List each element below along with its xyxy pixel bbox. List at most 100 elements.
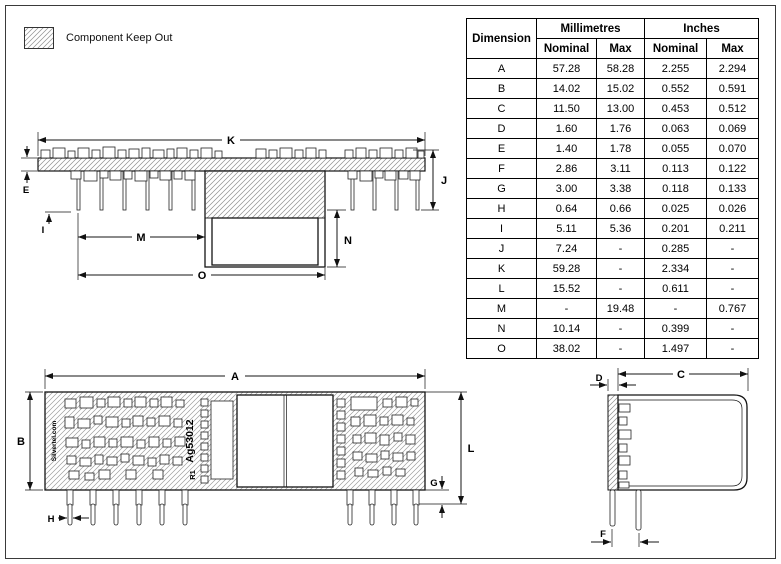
side-view-drawing: K E xyxy=(21,132,447,282)
table-cell: 2.86 xyxy=(536,158,597,179)
top-view-drawing: A Silvertel.com Ag53012 R1 xyxy=(17,369,475,526)
part-number-marking: Ag53012 xyxy=(184,419,196,462)
table-cell: J xyxy=(466,238,537,259)
table-cell: 7.24 xyxy=(536,238,597,259)
dimension-K: K xyxy=(37,132,426,156)
table-cell: 1.60 xyxy=(536,118,597,139)
table-cell: 0.399 xyxy=(644,318,707,339)
transformer-block-end xyxy=(617,394,748,491)
dimension-I: I xyxy=(42,211,71,236)
table-cell: 2.255 xyxy=(644,58,707,79)
board-end-profile xyxy=(607,394,619,491)
table-cell: 0.211 xyxy=(706,218,759,239)
board-side-profile xyxy=(37,157,426,172)
dim-label-C: C xyxy=(677,369,685,381)
table-cell: 15.52 xyxy=(536,278,597,299)
table-cell: 10.14 xyxy=(536,318,597,339)
table-cell: 0.026 xyxy=(706,198,759,219)
dim-label-E: E xyxy=(23,185,29,196)
dim-label-K: K xyxy=(227,135,235,147)
table-cell: 0.069 xyxy=(706,118,759,139)
table-cell: F xyxy=(466,158,537,179)
dimension-B: B xyxy=(17,391,43,491)
dimension-G: G xyxy=(419,476,467,518)
table-cell: 11.50 xyxy=(536,98,597,119)
dimension-table: Dimension Millimetres Inches Nominal Max… xyxy=(466,18,759,359)
dimension-O: O xyxy=(78,268,326,282)
table-cell: 0.453 xyxy=(644,98,707,119)
table-cell: - xyxy=(706,238,759,259)
table-cell: 3.11 xyxy=(596,158,645,179)
table-cell: 3.38 xyxy=(596,178,645,199)
through-hole-pins-end xyxy=(609,489,642,531)
dimension-M: M xyxy=(77,213,205,280)
table-cell: 0.133 xyxy=(706,178,759,199)
dim-label-J: J xyxy=(441,175,447,187)
table-cell: 1.497 xyxy=(644,338,707,359)
left-components xyxy=(64,396,186,481)
table-header-row: Dimension Millimetres Inches xyxy=(466,18,759,59)
dim-label-O: O xyxy=(198,270,207,282)
keepout-hatch-swatch xyxy=(24,27,54,49)
table-cell: 0.285 xyxy=(644,238,707,259)
table-cell: - xyxy=(706,338,759,359)
table-cell: B xyxy=(466,78,537,99)
dimension-H: H xyxy=(48,514,89,525)
table-cell: 15.02 xyxy=(596,78,645,99)
transformer-block-side xyxy=(204,170,326,268)
ic-chip xyxy=(200,398,234,484)
table-cell: 3.00 xyxy=(536,178,597,199)
table-cell: N xyxy=(466,318,537,339)
table-cell: - xyxy=(596,258,645,279)
table-cell: - xyxy=(706,318,759,339)
dim-label-N: N xyxy=(344,235,352,247)
header-mm-nominal: Nominal xyxy=(536,38,597,59)
table-cell: 1.78 xyxy=(596,138,645,159)
table-cell: 2.334 xyxy=(644,258,707,279)
table-cell: C xyxy=(466,98,537,119)
table-cell: - xyxy=(644,298,707,319)
table-cell: 0.591 xyxy=(706,78,759,99)
brand-marking: Silvertel.com xyxy=(51,421,58,462)
table-cell: - xyxy=(596,338,645,359)
table-cell: M xyxy=(466,298,537,319)
table-cell: 13.00 xyxy=(596,98,645,119)
dim-label-F: F xyxy=(600,529,606,540)
table-cell: 14.02 xyxy=(536,78,597,99)
dimension-E: E xyxy=(21,146,37,196)
top-side-components xyxy=(40,146,425,159)
table-cell: 0.113 xyxy=(644,158,707,179)
bottom-side-components xyxy=(70,170,421,182)
table-cell: 1.40 xyxy=(536,138,597,159)
table-row: M-19.48-0.767 xyxy=(466,298,759,319)
through-hole-pins-side xyxy=(76,170,420,211)
dimension-D: D xyxy=(590,373,636,391)
table-cell: 1.76 xyxy=(596,118,645,139)
header-inches: Inches xyxy=(644,18,759,39)
table-cell: K xyxy=(466,258,537,279)
table-cell: 0.063 xyxy=(644,118,707,139)
table-cell: 2.294 xyxy=(706,58,759,79)
table-cell: 57.28 xyxy=(536,58,597,79)
table-cell: - xyxy=(536,298,597,319)
header-in-max: Max xyxy=(706,38,759,59)
keepout-legend-label: Component Keep Out xyxy=(66,32,173,44)
table-cell: 19.48 xyxy=(596,298,645,319)
right-pads xyxy=(336,398,346,480)
table-cell: - xyxy=(596,238,645,259)
table-cell: 0.64 xyxy=(536,198,597,219)
revision-marking: R1 xyxy=(188,470,197,480)
header-dimension: Dimension xyxy=(466,18,537,59)
table-cell: 0.767 xyxy=(706,298,759,319)
table-cell: - xyxy=(706,278,759,299)
dimension-F: F xyxy=(591,529,659,547)
